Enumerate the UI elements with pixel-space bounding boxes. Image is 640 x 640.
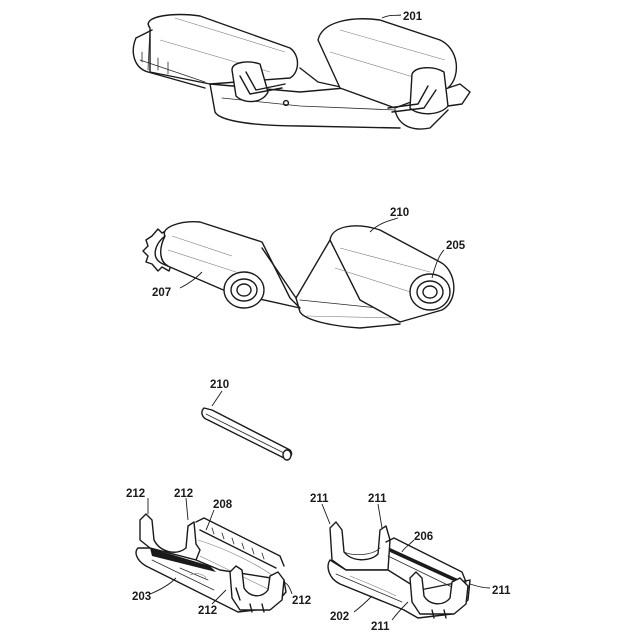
housing-left-drawing [136,498,292,612]
label-203: 203 [132,591,151,603]
label-211-b: 211 [368,493,387,505]
label-205: 205 [446,240,466,252]
cartridge-assembled-drawing [133,15,470,130]
shaft-drawing [202,391,292,460]
label-211-c: 211 [492,585,511,597]
label-211-d: 211 [371,621,390,633]
label-206: 206 [414,531,433,543]
label-212-c: 212 [198,605,217,617]
label-207: 207 [152,287,171,299]
label-212-d: 212 [292,595,311,607]
label-210-top: 210 [390,207,409,219]
housing-right-drawing [322,504,490,620]
label-212-b: 212 [174,488,193,500]
label-201: 201 [403,11,423,23]
label-211-a: 211 [310,493,329,505]
ribbon-spools-drawing [143,218,454,328]
label-212-a: 212 [126,488,145,500]
label-210-shaft: 210 [210,379,229,391]
label-202: 202 [330,611,349,623]
label-208: 208 [213,499,233,511]
